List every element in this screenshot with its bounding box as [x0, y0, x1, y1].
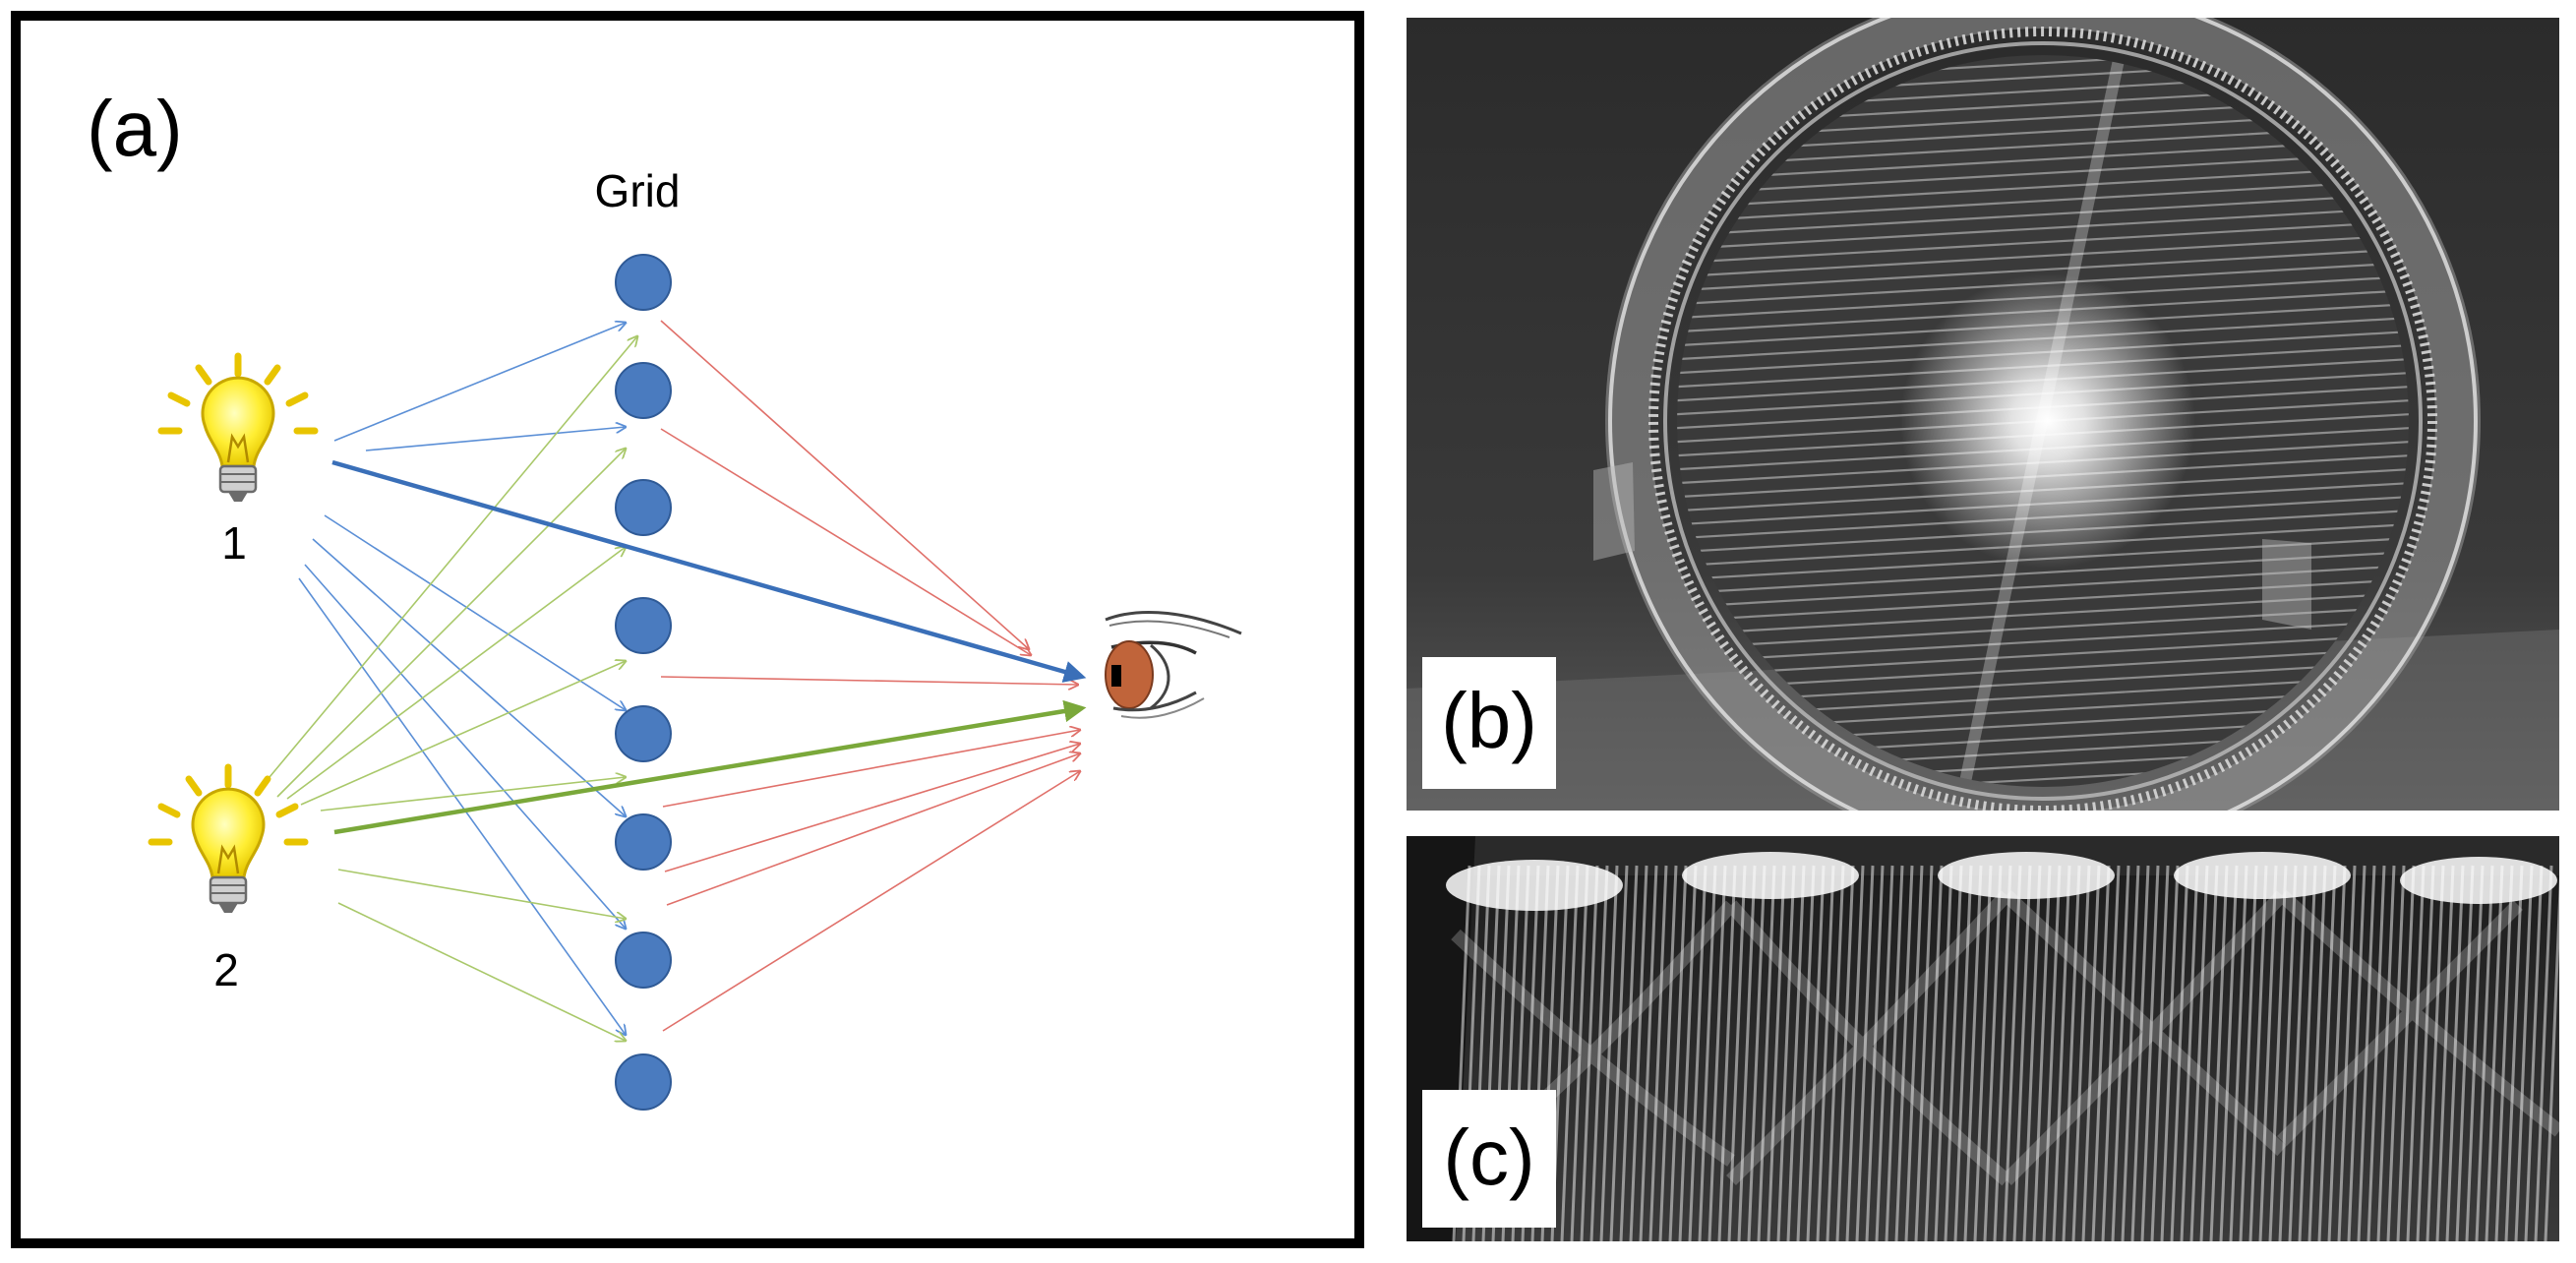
ray [312, 538, 626, 816]
ray [664, 744, 1080, 872]
direct-ray-source1 [331, 459, 1087, 683]
ray [300, 661, 626, 806]
ray [662, 730, 1080, 808]
ray [666, 753, 1080, 906]
ray [276, 449, 626, 798]
panel-c-label-box [1422, 1090, 1556, 1228]
grid-dot [615, 597, 672, 654]
ray [660, 428, 1031, 655]
panel-a-frame [11, 11, 1364, 1248]
grid-dot [615, 362, 672, 419]
ray [662, 771, 1080, 1032]
grid-dots [615, 254, 672, 1111]
ray [259, 336, 637, 790]
panel-c-label: (c) [1443, 1113, 1534, 1201]
source2-rays [259, 336, 637, 1041]
source1-label: 1 [221, 517, 247, 569]
ray [365, 427, 626, 451]
light-bulb-icon [157, 352, 319, 502]
ray [320, 777, 626, 812]
ray [660, 676, 1078, 685]
ray [660, 320, 1029, 649]
ray [298, 577, 626, 1035]
grid-dot [615, 813, 672, 871]
grid-dot [615, 1053, 672, 1111]
direct-ray-source2 [333, 699, 1087, 835]
eye-icon [1105, 610, 1242, 719]
grid-dot [615, 479, 672, 536]
panel-a-label: (a) [87, 85, 183, 172]
source1-rays [298, 323, 626, 1035]
grid-dot [615, 254, 672, 311]
ray [333, 323, 626, 442]
grid-to-eye-rays [660, 320, 1080, 1032]
ray [286, 547, 626, 800]
panel-c-photo: (c) [1407, 836, 2559, 1241]
grid-dot [615, 705, 672, 762]
grid-label: Grid [595, 165, 681, 216]
light-bulb-icon [148, 763, 309, 913]
ray [337, 869, 626, 919]
panel-b-photo: (b) [1407, 18, 2559, 811]
grid-dot [615, 932, 672, 989]
panel-b-label: (b) [1441, 677, 1537, 764]
ray [324, 514, 626, 710]
panel-b-label-box [1422, 657, 1556, 789]
panel-c-strings [1452, 865, 2559, 1241]
ray [304, 564, 626, 929]
source2-label: 2 [213, 944, 239, 995]
ray [337, 902, 626, 1041]
panel-a-diagram: (a) Grid [11, 11, 1364, 1248]
